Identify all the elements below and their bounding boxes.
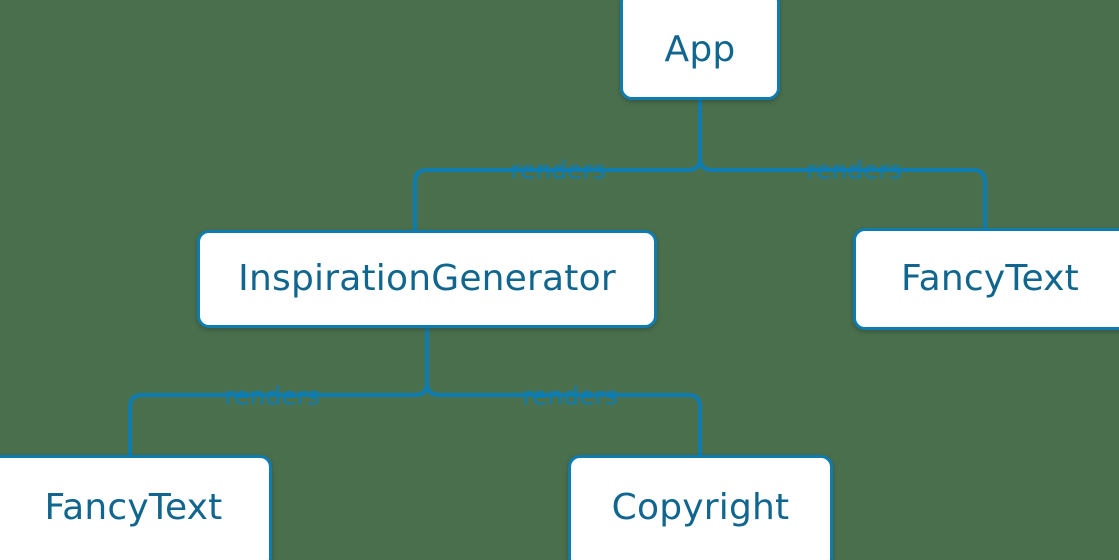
- edge-label-inspirationgenerator-to-copyright: renders: [522, 381, 618, 411]
- node-inspirationgenerator[interactable]: InspirationGenerator: [197, 230, 657, 328]
- node-fancytext-right[interactable]: FancyText: [853, 228, 1119, 330]
- node-app[interactable]: App: [620, 0, 780, 100]
- edge-label-app-to-inspirationgenerator: renders: [510, 155, 606, 185]
- node-copyright-label: Copyright: [611, 486, 790, 528]
- node-inspirationgenerator-label: InspirationGenerator: [238, 258, 616, 299]
- node-copyright[interactable]: Copyright: [568, 455, 833, 560]
- node-fancytext-bottom-left[interactable]: FancyText: [0, 455, 272, 560]
- edge-label-app-to-fancytext-right: renders: [806, 155, 902, 185]
- edge-label-inspirationgenerator-to-fancytext-bottomleft: renders: [224, 381, 320, 411]
- node-fancytext-right-label: FancyText: [901, 258, 1079, 299]
- node-app-label: App: [664, 29, 736, 70]
- node-fancytext-bottom-left-label: FancyText: [44, 486, 223, 528]
